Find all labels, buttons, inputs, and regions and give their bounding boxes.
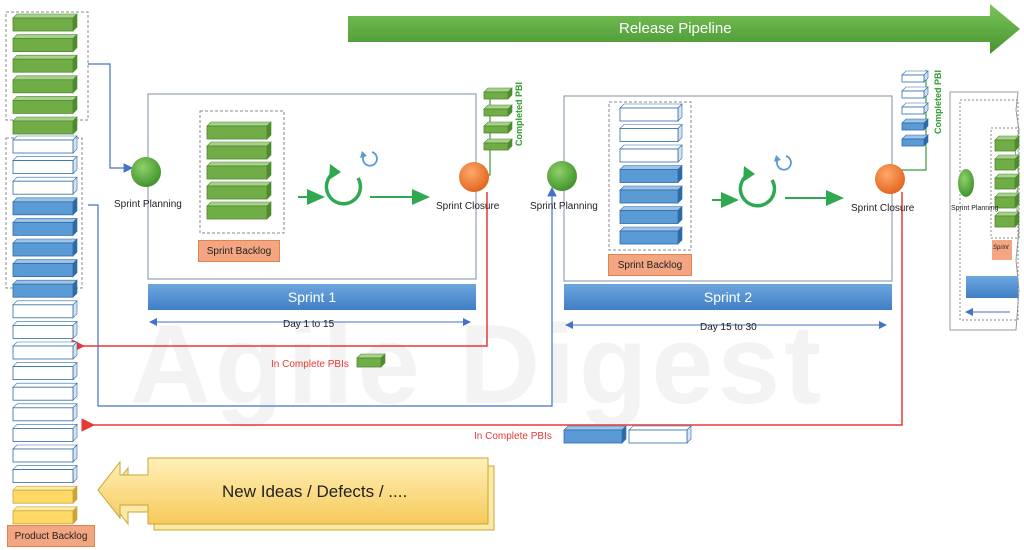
sprint1-incomplete-pbi [356,353,386,368]
sprint1-closure-label: Sprint Closure [436,201,500,212]
sprint2-closure-label: Sprint Closure [851,203,915,214]
sprint1-bar [148,284,476,310]
product-backlog-pbi [12,361,78,381]
product-backlog-label: Product Backlog [14,531,88,542]
sprint3-backlog-pbi [994,192,1020,209]
sprint1-backlog-pbi [206,121,272,140]
sprint2-completed-pbi [901,118,929,131]
sprint1-completed-label: Completed PBI [514,81,524,146]
sprint2-incomplete-label: In Complete PBIs [474,431,552,442]
sprint2-backlog-pbi [619,123,683,143]
iteration-cycle-icon-2 [738,155,792,208]
product-backlog-pbi [12,135,78,154]
sprint3-backlog-label: Sprint [993,245,1009,251]
sprint2-completed-label: Completed PBI [933,69,943,134]
product-backlog-pbi [12,197,78,216]
product-backlog-pbi [12,95,78,115]
product-backlog-pbi [12,75,78,94]
sprint2-backlog-pbi [619,164,683,184]
sprint1-return-line [71,192,488,353]
sprint2-title: Sprint 2 [703,289,753,305]
connector-green-to-planning1 [88,63,134,173]
sprint2-backlog-pbi [619,103,683,122]
product-backlog-pbi [12,238,78,257]
sprint2-completed-pbi [901,70,929,83]
sprint1-duration-label: Day 1 to 15 [283,319,335,330]
sprint2-completed-pbi [901,102,929,115]
product-backlog-pbi [12,13,78,32]
connector-backlog-to-planning2 [88,186,557,407]
sprint2-backlog-pbi [619,144,683,163]
product-backlog-pbi [12,382,78,401]
sprint2-backlog-frame [608,101,692,251]
product-backlog-pbi [12,506,78,525]
product-backlog-pbi [12,320,78,340]
product-backlog-pbi [12,423,78,443]
sprint3-backlog-pbi [994,135,1020,152]
sprint1-completed-pbi [483,87,513,100]
sprint2-planning-node [547,161,577,191]
sprint3-backlog-pbi [994,211,1020,228]
iteration-cycle-icon-1 [324,151,378,206]
product-backlog-pbi [12,300,78,319]
sprint2-completed-pbi [901,86,929,99]
product-backlog-pbi [12,155,78,175]
sprint3-backlog-pbi [994,154,1020,171]
sprint2-planning-label: Sprint Planning [530,201,598,212]
release-pipeline-arrow [348,4,1020,54]
sprint1-completed-pbi [483,104,513,117]
sprint2-closure-node [875,164,905,194]
sprint1-completed-pbi [483,121,513,134]
new-ideas-label: New Ideas / Defects / .... [222,482,408,501]
product-backlog-pbi [12,464,78,484]
product-backlog-pbi [12,258,78,278]
sprint1-completed-pbi [483,138,513,151]
product-backlog-pbi [12,116,78,135]
new-ideas-callout [97,457,489,525]
product-backlog-pbi [12,217,78,237]
sprint2-backlog-pbi [619,205,683,225]
product-backlog-pbi [12,444,78,463]
sprint2-duration-label: Day 15 to 30 [700,322,757,333]
sprint1-backlog-tag: Sprint Backlog [198,240,280,262]
sprint1-planning-node [131,157,161,187]
product-backlog-pbi [12,341,78,360]
sprint2-backlog-label: Sprint Backlog [617,260,683,271]
sprint1-backlog-pbi [206,161,272,180]
product-backlog-pbi [12,485,78,504]
sprint1-backlog-pbi [206,141,272,160]
sprint1-backlog-label: Sprint Backlog [206,246,272,257]
sprint1-backlog-frame [199,110,285,234]
sprint3-planning-node [958,169,974,197]
sprint3-planning-label: Sprint Planning [951,205,999,212]
sprint2-return-line [81,192,903,432]
sprint1-backlog-pbi [206,201,272,220]
sprint1-incomplete-label: In Complete PBIs [271,359,349,370]
sprint2-incomplete-pbi [563,425,627,444]
pbi-cards [12,13,1020,525]
sprint2-backlog-pbi [619,226,683,245]
sprint3-bar [966,276,1018,298]
sprint1-closure-node [459,162,489,192]
sprint3-backlog-pbi [994,173,1020,190]
sprint3-backlog-frame [990,127,1020,239]
product-backlog-pbi [12,176,78,195]
sprint1-planning-label: Sprint Planning [114,199,182,210]
product-backlog-pbi [12,279,78,298]
release-pipeline-label: Release Pipeline [619,20,732,37]
product-backlog-pbi [12,33,78,53]
sprint2-bar [564,284,892,310]
sprint1-backlog-pbi [206,181,272,200]
sprint1-title: Sprint 1 [287,289,337,305]
product-backlog-pbi [12,54,78,73]
sprint2-backlog-pbi [619,185,683,204]
product-backlog-pbi [12,403,78,422]
sprint2-completed-pbi [901,134,929,147]
product-backlog-tag: Product Backlog [7,525,95,547]
sprint2-backlog-tag: Sprint Backlog [608,254,692,276]
sprint2-incomplete-pbi [628,425,692,444]
